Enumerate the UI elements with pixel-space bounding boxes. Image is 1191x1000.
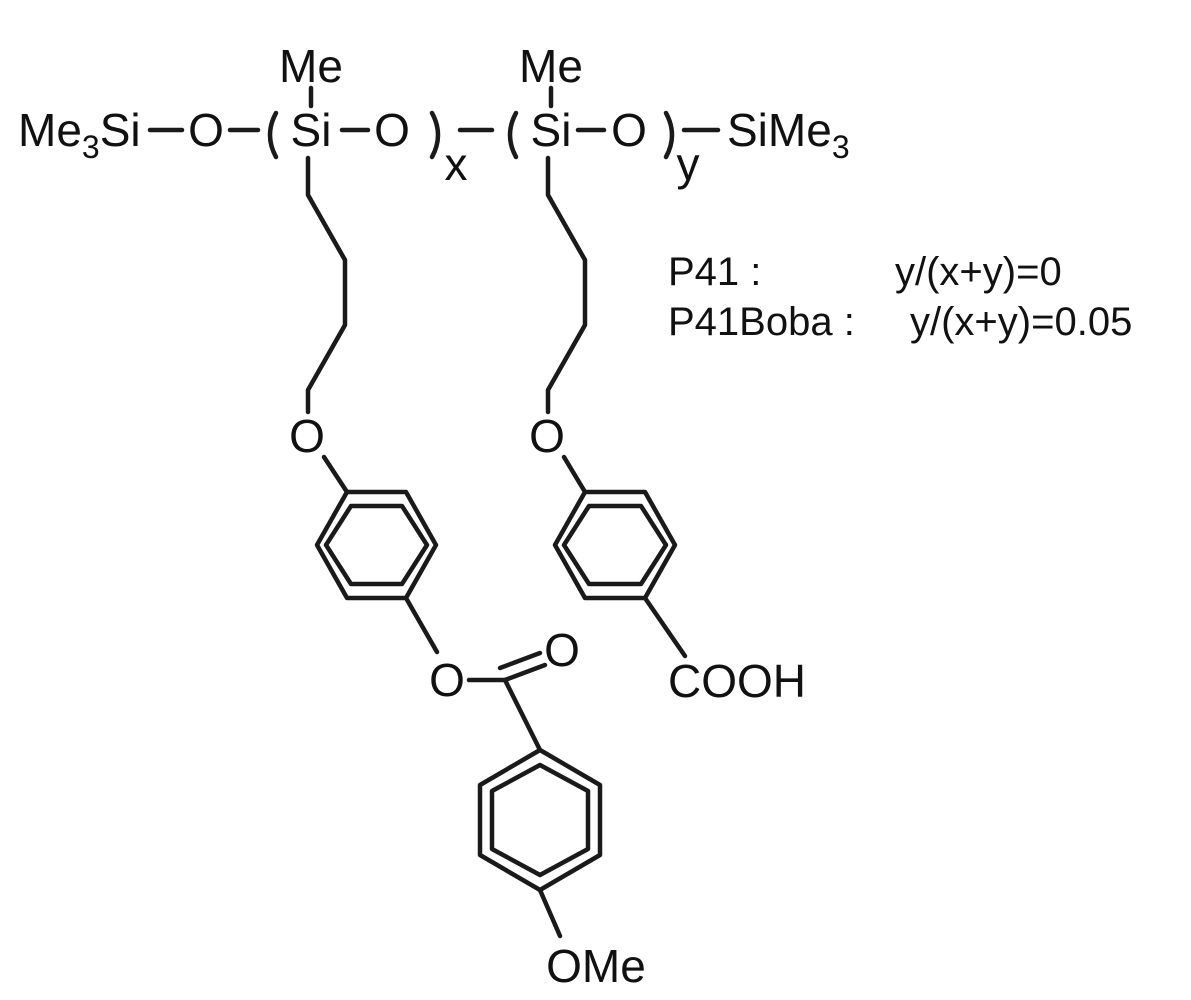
backbone-bonds — [147, 85, 721, 133]
label-me3si-left: Me3Si — [18, 104, 141, 165]
label-ether-o-x: O — [289, 410, 325, 462]
label-me-x: Me — [279, 40, 343, 92]
label-index-y: y — [677, 138, 700, 190]
condition-name-p41boba: P41Boba : — [668, 300, 855, 344]
label-ester-o-x: O — [429, 654, 465, 706]
label-si-x: Si — [291, 104, 332, 156]
phenyl-ring-x-inner — [323, 503, 430, 587]
atom-labels: Me3Si O Me Si O x Me Si O y SiMe3 O O O … — [18, 40, 850, 992]
composition-conditions: P41 : y/(x+y)=0 P41Boba : y/(x+y)=0.05 — [668, 250, 1132, 344]
bond-ring-ome — [537, 887, 563, 939]
side-chain-x — [305, 155, 603, 939]
anisoyl-ring — [477, 747, 603, 893]
condition-value-p41: y/(x+y)=0 — [895, 250, 1062, 294]
bracket-x-open — [267, 110, 279, 160]
bond-ring-cooh — [642, 595, 688, 659]
label-si-y: Si — [531, 104, 572, 156]
label-o-x: O — [374, 104, 410, 156]
condition-value-p41boba: y/(x+y)=0.05 — [910, 300, 1132, 344]
label-ether-o-y: O — [529, 410, 565, 462]
bracket-y-close — [663, 110, 675, 160]
bond-oether-ring-x — [321, 454, 350, 495]
phenyl-ring-y-inner — [561, 503, 669, 587]
bond-oether-ring-y — [561, 454, 588, 495]
spacer-chain-x — [305, 155, 348, 415]
bond-ring-oester-x — [403, 595, 440, 655]
side-chain-y — [545, 155, 688, 659]
bracket-y-open — [507, 110, 519, 160]
label-cooh: COOH — [668, 655, 806, 707]
bond-carbonyl-double-b — [497, 650, 543, 671]
label-o-y: O — [611, 104, 647, 156]
bond-carbonyl-double-a — [502, 662, 548, 683]
label-me-y: Me — [519, 40, 583, 92]
condition-name-p41: P41 : — [668, 250, 761, 294]
label-o-left: O — [188, 104, 224, 156]
label-index-x: x — [445, 138, 468, 190]
bond-carbonyl-ring — [502, 677, 543, 753]
label-sime3-right: SiMe3 — [727, 104, 850, 165]
anisoyl-ring-inner — [489, 762, 591, 878]
repeat-brackets — [267, 110, 675, 160]
spacer-chain-y — [545, 155, 588, 415]
label-ome: OMe — [546, 940, 646, 992]
label-carbonyl-o: O — [544, 624, 580, 676]
bracket-x-close — [429, 110, 441, 160]
